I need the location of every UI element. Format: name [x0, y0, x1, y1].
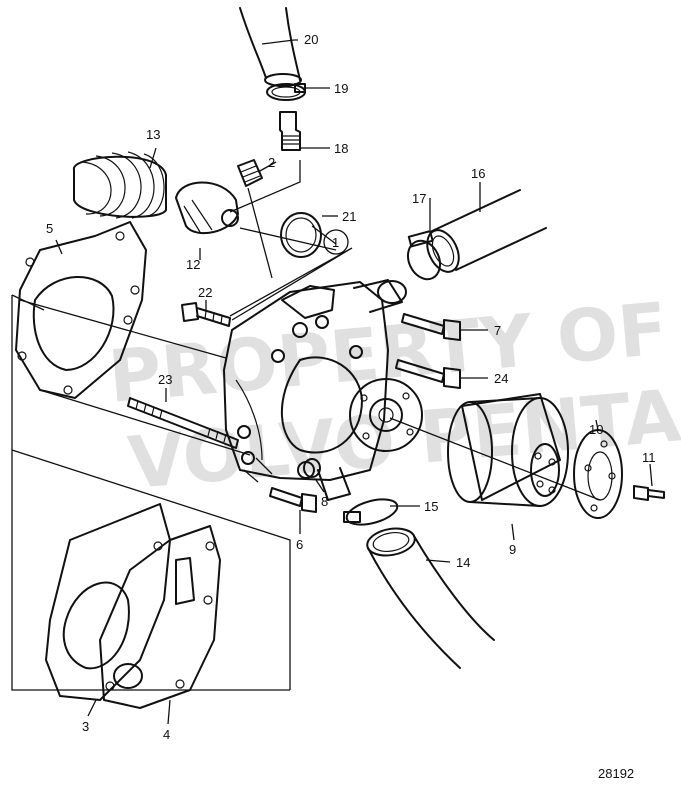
callout-21: 21: [342, 209, 356, 224]
callout-7: 7: [494, 323, 501, 338]
callout-13: 13: [146, 127, 160, 142]
hose-clamp-15: [343, 498, 399, 526]
gasket-rear: [15, 221, 147, 399]
callout-2: 2: [268, 155, 275, 170]
sealing-ring: [280, 212, 322, 258]
hose-clamp-17: [406, 230, 442, 281]
water-pump-housing: [223, 279, 407, 501]
bolt-6: [269, 487, 317, 513]
callout-16: 16: [471, 166, 485, 181]
hose-nipple: [279, 111, 301, 151]
bolt-24: [395, 359, 461, 389]
callout-3: 3: [82, 719, 89, 734]
bolt-22: [181, 302, 231, 327]
hose-upper: [239, 7, 302, 87]
gasket-front: [45, 503, 171, 701]
hose-14: [366, 527, 495, 669]
callout-20: 20: [304, 32, 318, 47]
callout-19: 19: [334, 81, 348, 96]
pump-flange: [349, 378, 423, 452]
bolt-7: [401, 313, 461, 341]
callout-6: 6: [296, 537, 303, 552]
leader-lines: [11, 39, 653, 725]
stud-23: [127, 397, 239, 449]
pump-cover: [99, 525, 221, 709]
callout-24: 24: [494, 371, 508, 386]
hose-clamp-upper: [266, 83, 306, 101]
callout-11: 11: [642, 450, 656, 465]
callout-17: 17: [412, 191, 426, 206]
callout-4: 4: [163, 727, 170, 742]
callout-5: 5: [46, 221, 53, 236]
callout-1-circle: [323, 229, 349, 255]
callout-18: 18: [334, 141, 348, 156]
callout-23: 23: [158, 372, 172, 387]
pulley: [447, 393, 569, 507]
drawing-number: 28192: [598, 766, 634, 781]
hose-16: [426, 189, 547, 273]
thermostat-spring: [73, 151, 167, 219]
callout-9: 9: [509, 542, 516, 557]
bolt-11: [633, 485, 665, 501]
callout-10: 10: [589, 422, 603, 437]
callout-14: 14: [456, 555, 470, 570]
washer-8: [303, 458, 321, 478]
plug: [237, 159, 263, 187]
callout-labels: 1 2 3 4 5 6 7 8 9 10 11 12 13 14 15 16 1…: [46, 32, 656, 742]
thermostat: [175, 181, 239, 235]
callout-1: 1: [332, 235, 339, 250]
callout-12: 12: [186, 257, 200, 272]
callout-22: 22: [198, 285, 212, 300]
callout-15: 15: [424, 499, 438, 514]
callout-8: 8: [321, 494, 328, 509]
